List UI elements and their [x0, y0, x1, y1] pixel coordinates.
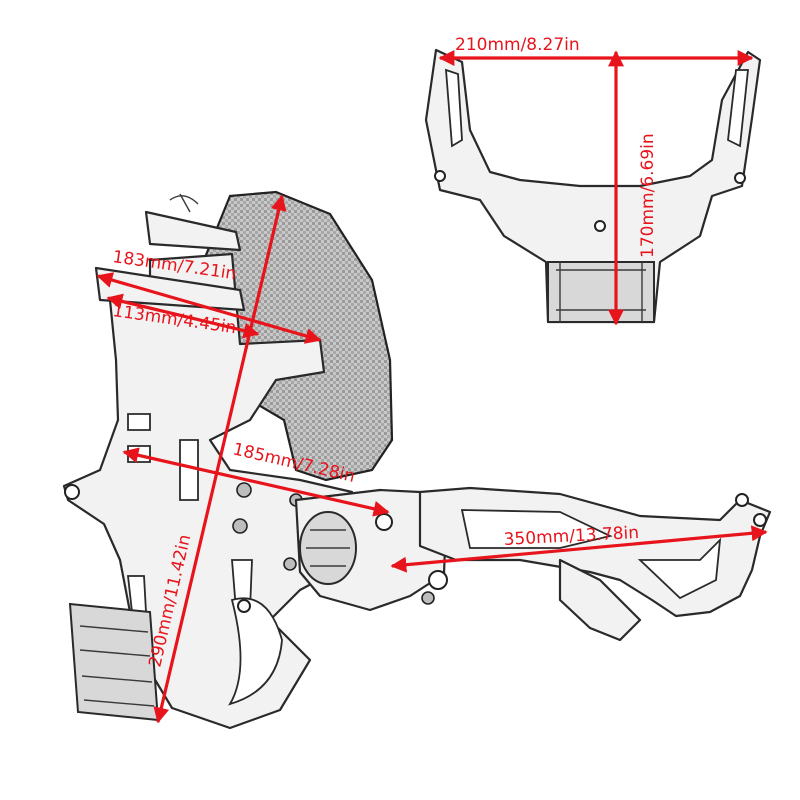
arrow-total-height [153, 194, 287, 724]
dimension-lines [96, 50, 768, 724]
label-top-height: 170mm/6.69in [638, 133, 658, 258]
arrow-arm-length [390, 525, 768, 573]
top-bracket [424, 48, 762, 324]
label-top-width: 210mm/8.27in [455, 35, 580, 55]
